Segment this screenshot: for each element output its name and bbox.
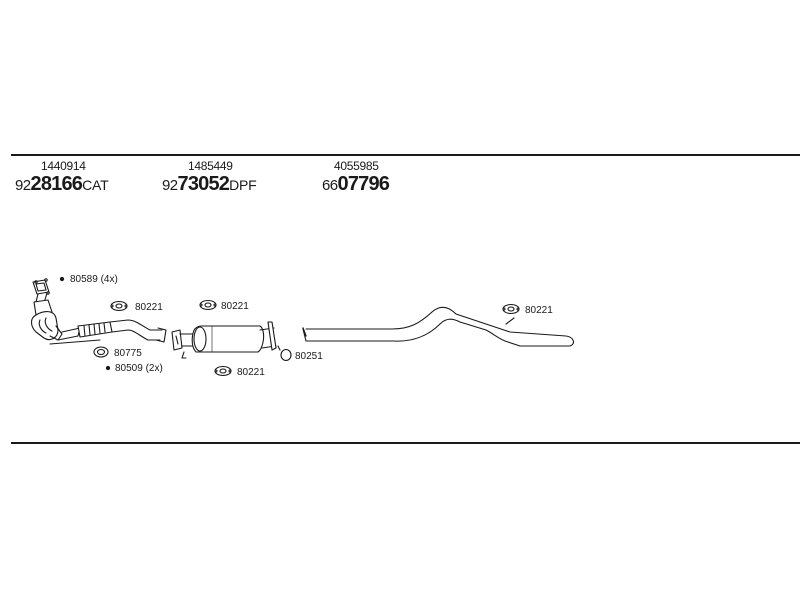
label-gasket-4: 80221 (237, 367, 265, 378)
part-code: 9228166CAT (15, 173, 109, 197)
tail-pipe-drawing[interactable] (302, 306, 575, 347)
label-bolts-4x: 80589 (4x) (70, 274, 118, 285)
part-code-prefix: 66 (322, 177, 338, 194)
label-gasket-ring: 80775 (114, 348, 142, 359)
part-oe-number: 1485449 (188, 159, 233, 173)
label-gasket-2: 80221 (221, 301, 249, 312)
part-code-suffix: DPF (229, 177, 257, 193)
part-code-main: 07796 (337, 173, 390, 195)
top-divider-line (11, 154, 800, 156)
label-gasket-1: 80221 (135, 302, 163, 313)
part-oe-number: 4055985 (334, 159, 379, 173)
label-clamp: 80251 (295, 351, 323, 362)
label-gasket-3: 80221 (525, 305, 553, 316)
part-header-tail-pipe[interactable]: 4055985 6607796 (322, 159, 390, 197)
bottom-divider-line (11, 442, 800, 444)
part-code-prefix: 92 (15, 177, 31, 194)
bolt-fitting-4x[interactable] (59, 276, 65, 282)
part-oe-number: 1440914 (41, 159, 86, 173)
gasket-fitting-3[interactable] (502, 303, 520, 315)
part-code: 9273052DPF (162, 173, 257, 197)
label-bolts-2x: 80509 (2x) (115, 363, 163, 374)
gasket-fitting-4[interactable] (214, 365, 232, 377)
gasket-fitting-2[interactable] (199, 299, 217, 311)
part-code-prefix: 92 (162, 177, 178, 194)
particulate-filter-drawing[interactable] (171, 321, 277, 359)
clamp-fitting[interactable] (277, 345, 292, 362)
part-header-catalytic-converter[interactable]: 1440914 9228166CAT (15, 160, 109, 197)
part-code-main: 73052 (177, 173, 230, 195)
gasket-fitting-1[interactable] (110, 300, 128, 312)
catalytic-converter-drawing[interactable] (30, 278, 167, 345)
part-code-suffix: CAT (82, 177, 109, 193)
bolt-fitting-2x[interactable] (105, 365, 111, 371)
part-code: 6607796 (322, 173, 390, 197)
part-code-main: 28166 (30, 173, 83, 195)
part-header-particulate-filter[interactable]: 1485449 9273052DPF (162, 160, 257, 197)
gasket-ring-fitting[interactable] (93, 346, 109, 358)
